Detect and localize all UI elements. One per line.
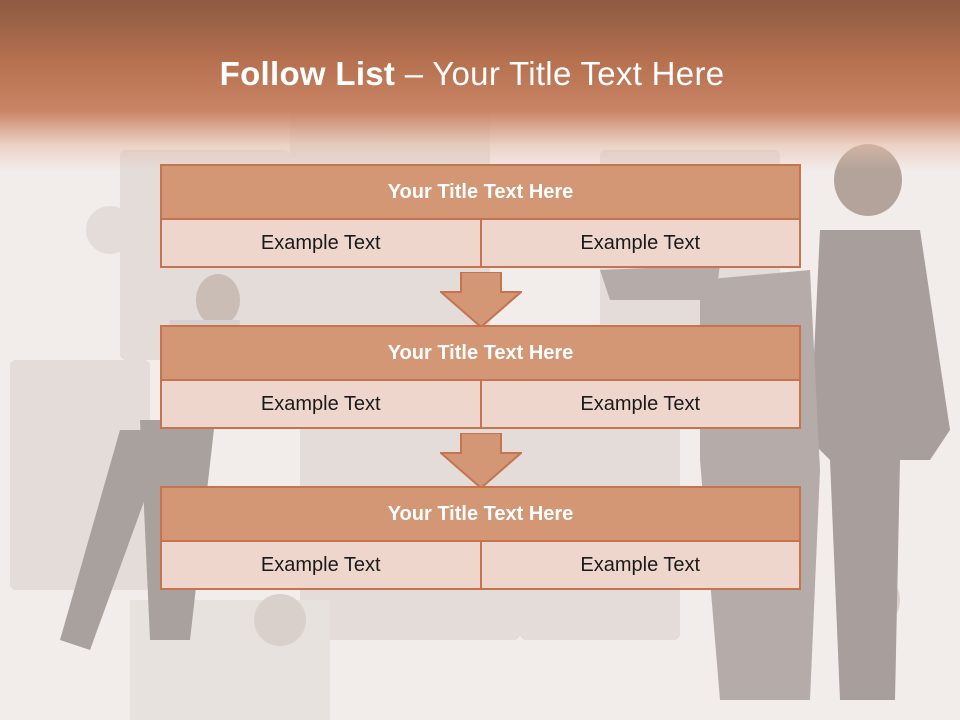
step-cell-left: Example Text [160, 379, 482, 429]
step-block-3: Your Title Text Here Example Text Exampl… [160, 486, 801, 590]
step-block-1: Your Title Text Here Example Text Exampl… [160, 164, 801, 268]
step-cell-left: Example Text [160, 540, 482, 590]
step-cell-right: Example Text [479, 379, 801, 429]
step-cell-right: Example Text [479, 218, 801, 268]
header-band [0, 0, 960, 170]
down-arrow-icon [440, 272, 522, 328]
step-cell-left: Example Text [160, 218, 482, 268]
slide-title-rest: – Your Title Text Here [395, 55, 725, 92]
step-title: Your Title Text Here [160, 486, 801, 542]
down-arrow-icon [440, 433, 522, 489]
step-title: Your Title Text Here [160, 164, 801, 220]
slide-title-bold: Follow List [219, 55, 396, 92]
step-block-2: Your Title Text Here Example Text Exampl… [160, 325, 801, 429]
step-title: Your Title Text Here [160, 325, 801, 381]
slide-title: Follow List – Your Title Text Here [0, 55, 944, 93]
step-row: Example Text Example Text [160, 540, 801, 590]
step-cell-right: Example Text [479, 540, 801, 590]
step-row: Example Text Example Text [160, 218, 801, 268]
step-row: Example Text Example Text [160, 379, 801, 429]
